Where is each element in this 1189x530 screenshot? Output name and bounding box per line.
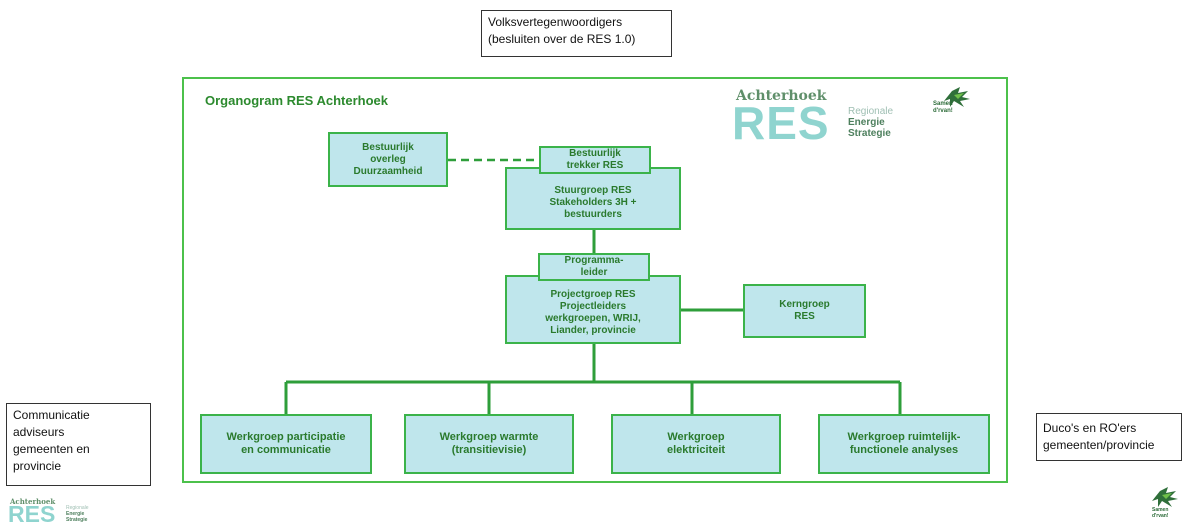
box-werkgroep-elektriciteit: Werkgroep elektriciteit — [611, 414, 781, 474]
samen-drvan-logo-small: Samen d'rvan! — [1150, 487, 1180, 523]
note-volksvertegenwoordigers: Volksvertegenwoordigers (besluiten over … — [481, 10, 672, 57]
box-programmaleider: Programma- leider — [538, 253, 650, 281]
note-ducos-roers: Duco's en RO'ers gemeenten/provincie — [1036, 413, 1182, 461]
samen-text: Samen d'rvan! — [1152, 507, 1169, 519]
note-line: gemeenten/provincie — [1043, 438, 1155, 452]
logo-subtitle: Regionale Energie Strategie — [848, 106, 893, 139]
box-bestuurlijk-overleg: Bestuurlijk overleg Duurzaamheid — [328, 132, 448, 187]
logo-region: Achterhoek — [10, 497, 56, 506]
logo-sub-regionale: Regionale — [848, 106, 894, 117]
leaf-icon — [944, 87, 970, 107]
organogram-title: Organogram RES Achterhoek — [205, 93, 389, 108]
note-line: Duco's en RO'ers — [1043, 421, 1137, 435]
box-kerngroep: Kerngroep RES — [743, 284, 866, 338]
note-line: Volksvertegenwoordigers — [488, 15, 623, 29]
note-line: (besluiten over de RES 1.0) — [488, 32, 636, 46]
logo-res: RES — [8, 501, 56, 527]
box-stuurgroep: Stuurgroep RES Stakeholders 3H + bestuur… — [505, 167, 681, 230]
note-communicatie-adviseurs: Communicatie adviseurs gemeenten en prov… — [6, 403, 151, 486]
box-bestuurlijk-trekker: Bestuurlijk trekker RES — [539, 146, 651, 174]
logo-res: RES — [732, 97, 830, 149]
leaf-icon — [1152, 487, 1178, 507]
note-line: provincie — [13, 459, 62, 473]
res-achterhoek-logo: Achterhoek RES Regionale Energie Strateg… — [732, 88, 912, 149]
note-line: gemeenten en — [13, 442, 90, 456]
box-werkgroep-warmte: Werkgroep warmte (transitievisie) — [404, 414, 574, 474]
box-werkgroep-participatie: Werkgroep participatie en communicatie — [200, 414, 372, 474]
logo-subtitle: Regionale Energie Strategie — [66, 505, 89, 523]
note-line: Communicatie — [13, 408, 90, 422]
res-achterhoek-logo-small: Achterhoek RES Regionale Energie Strateg… — [8, 497, 108, 529]
box-projectgroep: Projectgroep RES Projectleiders werkgroe… — [505, 275, 681, 344]
note-line: adviseurs — [13, 425, 65, 439]
logo-region: Achterhoek — [736, 88, 827, 104]
samen-drvan-logo: Samen d'rvan! — [930, 87, 972, 117]
samen-text: Samen d'rvan! — [933, 101, 953, 114]
box-werkgroep-ruimtelijk: Werkgroep ruimtelijk- functionele analys… — [818, 414, 990, 474]
logo-sub-energie: Energie — [848, 117, 885, 128]
logo-sub-strategie: Strategie — [848, 128, 891, 139]
